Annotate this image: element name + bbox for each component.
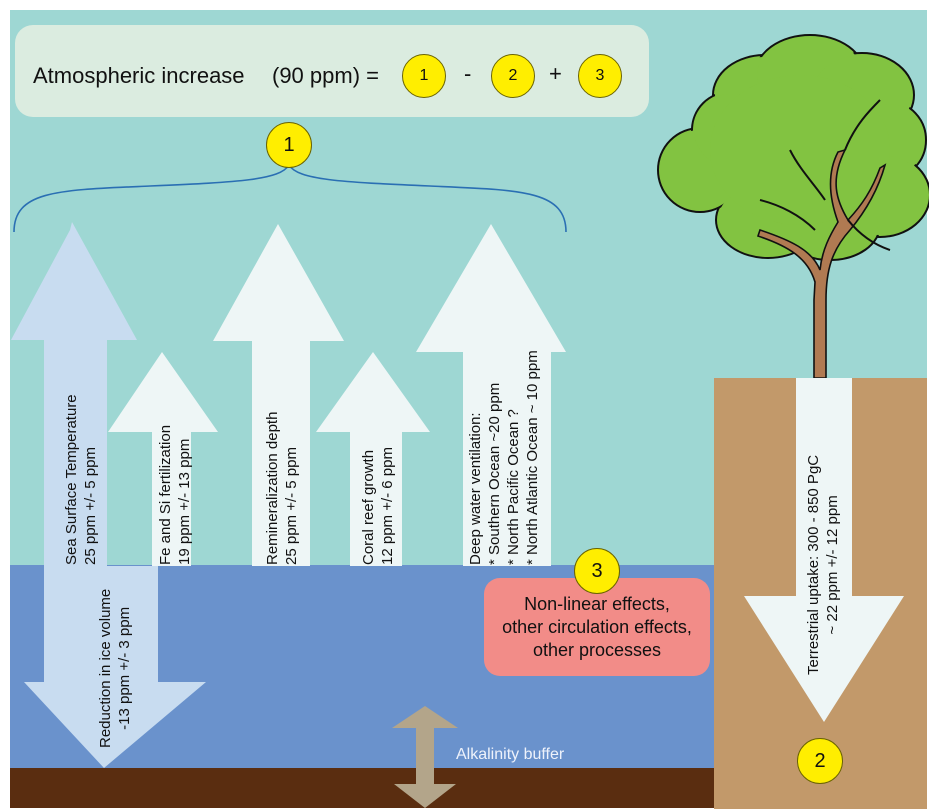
ice-volume-label: Reduction in ice volume -13 ppm +/- 3 pp… [97,588,133,748]
arrow-ice-volume-reduction [24,566,206,768]
terrestrial-badge: 2 [797,738,843,784]
arrow-remineralization-depth [213,224,344,566]
equation-box [15,25,649,117]
equation-operator-plus: + [549,61,562,86]
equation-term-2: 2 [491,54,535,98]
alkalinity-buffer-label: Alkalinity buffer [456,746,565,763]
fertilization-label: Fe and Si fertilization 19 ppm +/- 13 pp… [157,424,193,565]
tree-canopy-fill [660,37,928,258]
tree-illustration [657,34,929,379]
equation-term-3: 3 [578,54,622,98]
deep-water-ventilation-label: Deep water ventilation: * Southern Ocean… [467,350,541,565]
terrestrial-uptake-label: Terrestrial uptake: 300 - 850 PgC ~ 22 p… [805,454,841,675]
equation-operator-minus: - [464,61,472,86]
nonlinear-effects-box: Non-linear effects, other circulation ef… [484,578,710,676]
arrow-coral-reef-growth [316,352,430,566]
brace-badge: 1 [266,122,312,168]
equation-value: (90 ppm) = [272,63,379,88]
tree-trunk [756,148,887,379]
sediment-layer [10,768,714,808]
arrow-alkalinity-buffer [392,706,458,808]
nonlinear-badge: 3 [574,548,620,594]
equation-term-1: 1 [402,54,446,98]
arrow-deep-water-ventilation [416,224,566,566]
arrow-terrestrial-uptake [744,378,904,722]
equation-label: Atmospheric increase [33,63,245,88]
arrow-fe-si-fertilization [108,352,218,566]
remineralization-label: Remineralization depth 25 ppm +/- 5 ppm [264,411,300,565]
arrow-sea-surface-temperature [11,222,137,566]
coral-reef-label: Coral reef growth 12 ppm +/- 6 ppm [360,447,396,565]
sst-label: Sea Surface Temperature 25 ppm +/- 5 ppm [63,394,99,565]
